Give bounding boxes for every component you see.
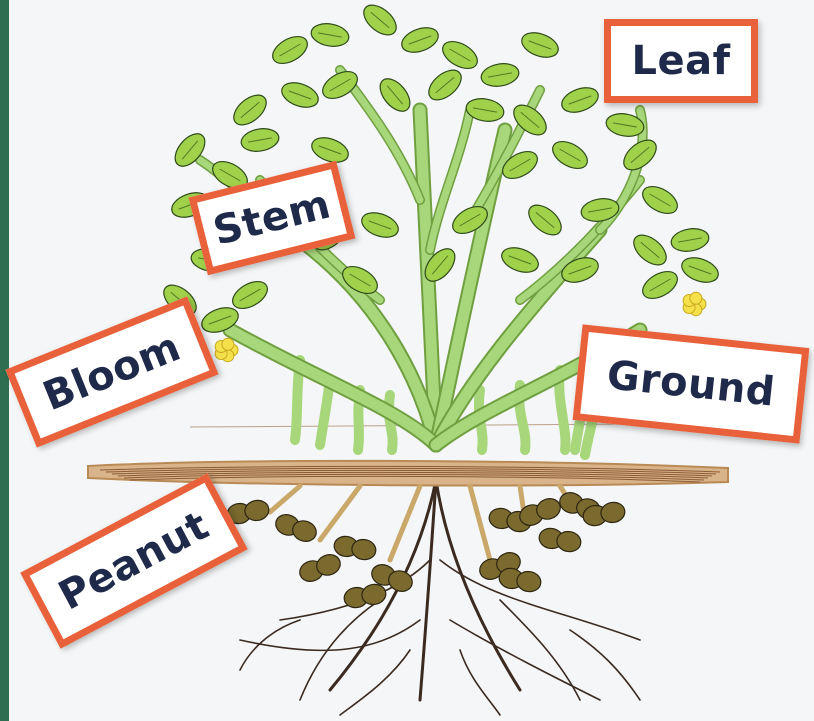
flower-petal: [222, 338, 234, 350]
peanut-pod: [273, 511, 319, 544]
stem: [230, 330, 436, 445]
peg-underground: [320, 486, 360, 540]
peg-underground: [470, 486, 490, 560]
peanut-pod: [333, 535, 378, 562]
label-stem-text: Stem: [209, 181, 335, 254]
peanut-pod: [498, 567, 543, 594]
peg-underground: [270, 486, 300, 512]
peg: [320, 380, 330, 445]
root-line: [460, 650, 500, 715]
root-line: [440, 560, 640, 640]
label-leaf-text: Leaf: [631, 38, 730, 84]
flower-petal: [690, 292, 702, 304]
ground-layer: [88, 424, 728, 485]
root-line: [450, 620, 600, 700]
root-line: [340, 650, 410, 715]
root-line: [500, 600, 580, 700]
peanut-pod: [343, 583, 388, 610]
peanut-pod: [297, 551, 343, 584]
label-leaf: Leaf: [604, 19, 758, 103]
peanut-pod: [538, 527, 583, 554]
peanut-pods: [226, 489, 627, 609]
label-ground-text: Ground: [605, 352, 778, 415]
